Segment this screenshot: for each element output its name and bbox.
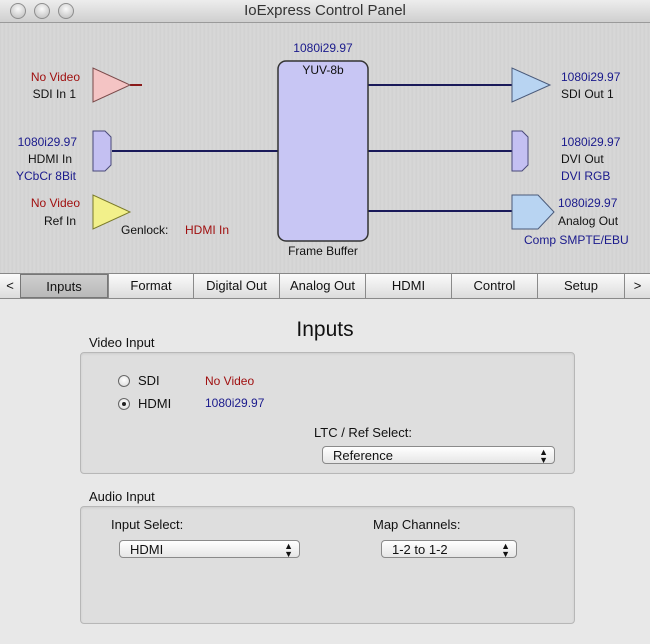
sdi-in-triangle-icon xyxy=(92,67,132,103)
dvi-out-connector-icon xyxy=(511,130,529,172)
ref-in-label: Ref In xyxy=(43,214,76,228)
tab-setup[interactable]: Setup xyxy=(537,274,624,298)
frame-buffer-format: 1080i29.97 xyxy=(293,41,353,55)
video-input-group: SDI No Video HDMI 1080i29.97 LTC / Ref S… xyxy=(80,352,575,474)
select-arrows-icon: ▲▼ xyxy=(284,541,293,559)
hdmi-in-label: HDMI In xyxy=(27,152,72,166)
ltc-ref-select-value: Reference xyxy=(333,448,393,463)
tab-digital-out[interactable]: Digital Out xyxy=(193,274,279,298)
sdi-radio[interactable] xyxy=(118,375,130,387)
hdmi-in-format: 1080i29.97 xyxy=(17,135,77,149)
sdi-radio-label: SDI xyxy=(138,373,160,388)
select-arrows-icon: ▲▼ xyxy=(501,541,510,559)
tab-control[interactable]: Control xyxy=(451,274,537,298)
title-bar: IoExpress Control Panel xyxy=(0,0,650,23)
audio-input-group: Input Select: HDMI ▲▼ Map Channels: 1-2 … xyxy=(80,506,575,624)
hdmi-in-colorspace: YCbCr 8Bit xyxy=(15,169,76,183)
signal-diagram: No Video SDI In 1 1080i29.97 HDMI In YCb… xyxy=(0,23,650,274)
ltc-ref-select[interactable]: Reference ▲▼ xyxy=(322,446,555,465)
hdmi-in-connector-icon xyxy=(92,130,112,172)
tab-hdmi[interactable]: HDMI xyxy=(365,274,451,298)
analog-out-format: 1080i29.97 xyxy=(558,196,618,210)
sdi-in-label: SDI In 1 xyxy=(32,87,76,101)
sdi-out-label: SDI Out 1 xyxy=(561,87,614,101)
dvi-out-label: DVI Out xyxy=(561,152,604,166)
tab-format[interactable]: Format xyxy=(108,274,193,298)
video-input-title: Video Input xyxy=(89,335,155,350)
ref-in-triangle-icon xyxy=(92,194,132,230)
analog-out-label: Analog Out xyxy=(558,214,619,228)
sdi-status: No Video xyxy=(205,374,255,388)
ltc-ref-select-label: LTC / Ref Select: xyxy=(314,425,413,440)
signal-lines xyxy=(92,60,555,242)
dvi-out-format: 1080i29.97 xyxy=(561,135,621,149)
map-channels-value: 1-2 to 1-2 xyxy=(392,542,448,557)
hdmi-status: 1080i29.97 xyxy=(205,396,265,410)
genlock-label: Genlock: xyxy=(121,223,169,237)
genlock-value: HDMI In xyxy=(185,223,230,237)
hdmi-radio-label: HDMI xyxy=(138,396,172,411)
tab-bar: < Inputs Format Digital Out Analog Out H… xyxy=(0,274,650,299)
page-title: Inputs xyxy=(296,318,354,341)
window-title: IoExpress Control Panel xyxy=(244,2,406,19)
zoom-window-button[interactable] xyxy=(58,3,74,19)
sdi-out-format: 1080i29.97 xyxy=(561,70,621,84)
input-select-value: HDMI xyxy=(130,542,164,557)
frame-buffer-box xyxy=(277,60,369,242)
frame-buffer-type: YUV-8b xyxy=(302,63,344,77)
frame-buffer-label: Frame Buffer xyxy=(288,244,358,258)
ref-in-status: No Video xyxy=(30,196,80,210)
hdmi-radio[interactable] xyxy=(118,398,130,410)
sdi-out-triangle-icon xyxy=(511,67,552,103)
minimize-window-button[interactable] xyxy=(34,3,50,19)
audio-input-title: Audio Input xyxy=(89,489,155,504)
input-select-label: Input Select: xyxy=(111,517,184,532)
map-channels-select[interactable]: 1-2 to 1-2 ▲▼ xyxy=(381,540,517,559)
analog-out-format-sub: Comp SMPTE/EBU xyxy=(524,233,629,247)
input-select[interactable]: HDMI ▲▼ xyxy=(119,540,300,559)
sdi-in-status: No Video xyxy=(30,70,80,84)
tab-analog-out[interactable]: Analog Out xyxy=(279,274,365,298)
map-channels-label: Map Channels: xyxy=(373,517,461,532)
tab-scroll-right-button[interactable]: > xyxy=(624,274,650,298)
tab-inputs[interactable]: Inputs xyxy=(20,274,108,298)
analog-out-shape-icon xyxy=(511,194,555,230)
close-window-button[interactable] xyxy=(10,3,26,19)
dvi-out-colorspace: DVI RGB xyxy=(561,169,611,183)
tab-scroll-left-button[interactable]: < xyxy=(6,278,14,293)
select-arrows-icon: ▲▼ xyxy=(539,447,548,465)
